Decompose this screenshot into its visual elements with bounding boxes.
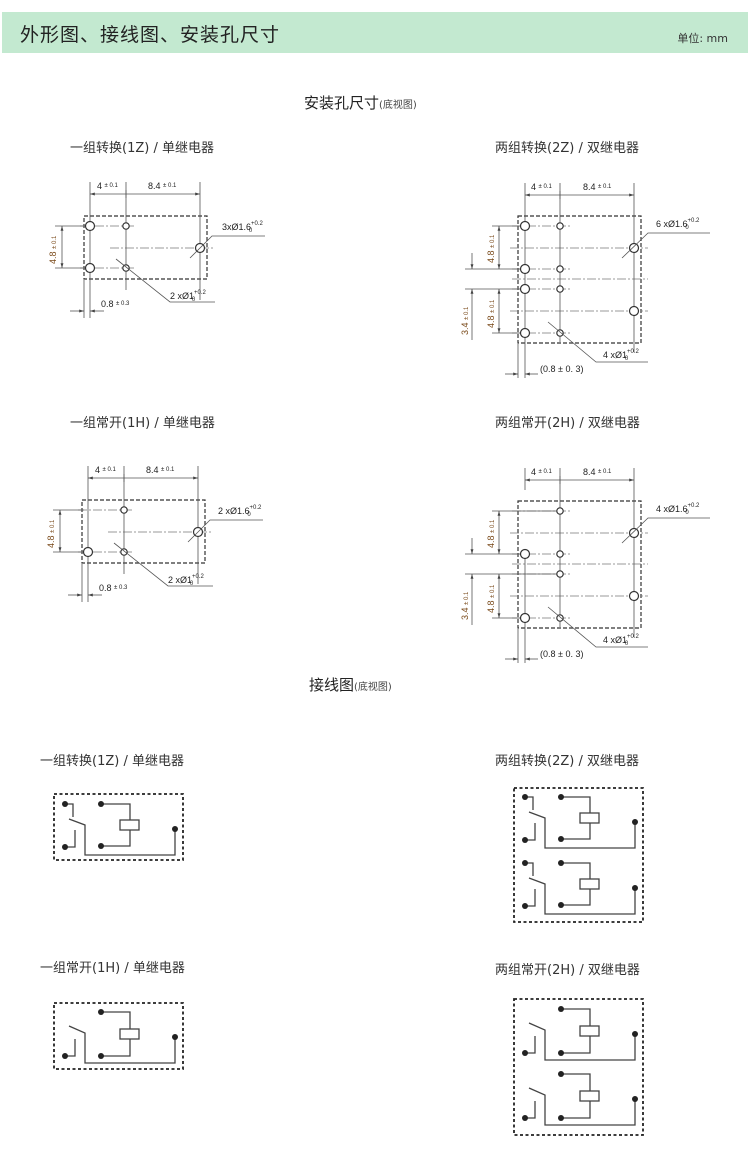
dim-offset: 0.8 ± 0.3 <box>99 583 128 593</box>
small-hole <box>556 222 564 230</box>
mount-1h-title: 一组常开(1H) / 单继电器 <box>70 416 215 431</box>
small-hole <box>120 506 128 514</box>
large-hole <box>519 263 531 275</box>
large-hole <box>84 220 96 232</box>
dim-gap: 3.4 ± 0.1 <box>460 306 470 335</box>
dim-pitch-b: 8.4 ± 0.1 <box>146 465 175 475</box>
changeover-relay-1 <box>522 794 638 849</box>
dim-pitch-b: 8.4 ± 0.1 <box>583 182 612 192</box>
large-hole <box>519 220 531 232</box>
dim-offset: (0.8 ± 0. 3) <box>540 364 583 374</box>
dim-pitch-b: 8.4 ± 0.1 <box>583 467 612 477</box>
large-hole <box>628 305 640 317</box>
mount-2h-title: 两组常开(2H) / 双继电器 <box>495 416 640 431</box>
small-hole <box>556 507 564 515</box>
relay-outline <box>53 793 184 861</box>
relay-outline <box>513 787 644 923</box>
small-hole <box>556 550 564 558</box>
coil-icon <box>119 819 140 831</box>
wiring-1h-title: 一组常开(1H) / 单继电器 <box>40 961 185 976</box>
small-hole <box>556 329 564 337</box>
changeover-relay <box>62 801 178 856</box>
mounting-title: 安装孔尺寸 <box>304 94 380 112</box>
coil-icon <box>579 1025 600 1037</box>
mount-1z-title: 一组转换(1Z) / 单继电器 <box>70 141 214 156</box>
large-hole <box>628 242 640 254</box>
large-hole <box>84 262 96 274</box>
dim-offset: (0.8 ± 0. 3) <box>540 649 583 659</box>
small-hole <box>556 285 564 293</box>
relay-outline <box>517 215 642 344</box>
large-hole <box>519 548 531 560</box>
relay-outline <box>513 998 644 1136</box>
large-hole <box>628 527 640 539</box>
dim-row: 4.8 ± 0.1 <box>48 235 58 264</box>
wiring-subtitle: (底视图) <box>354 682 392 693</box>
large-hole <box>628 590 640 602</box>
wiring-section-title: 接线图(底视图) <box>309 674 392 695</box>
small-hole <box>556 265 564 273</box>
dim-offset: 0.8 ± 0.3 <box>101 299 130 309</box>
small-hole <box>120 548 128 556</box>
coil-icon <box>579 878 600 890</box>
mount-2z-title: 两组转换(2Z) / 双继电器 <box>495 141 639 156</box>
dim-pitch-a: 4 ± 0.1 <box>531 182 552 192</box>
mounting-subtitle: (底视图) <box>379 100 417 111</box>
wiring-diagram-2h <box>513 998 644 1136</box>
page-title: 外形图、接线图、安装孔尺寸 <box>20 24 281 46</box>
dim-row-upper: 4.8 ± 0.1 <box>486 519 496 548</box>
small-hole <box>122 222 130 230</box>
mounting-section-title: 安装孔尺寸(底视图) <box>304 92 417 113</box>
relay-outline <box>517 500 642 629</box>
header-band <box>2 12 748 53</box>
dim-pitch-a: 4 ± 0.1 <box>531 467 552 477</box>
wiring-title: 接线图 <box>309 676 355 694</box>
coil-icon <box>579 1090 600 1102</box>
normally-open-relay <box>62 1009 178 1064</box>
dim-pitch-a: 4 ± 0.1 <box>97 181 118 191</box>
large-hole <box>519 283 531 295</box>
large-hole <box>82 546 94 558</box>
mount-diagram-1z: 4 ± 0.1 8.4 ± 0.1 4.8 ± 0.1 0.8 ± 0.3 3x… <box>48 181 265 318</box>
dim-row-lower: 4.8 ± 0.1 <box>486 584 496 613</box>
relay-outline <box>81 499 206 564</box>
dim-row-upper: 4.8 ± 0.1 <box>486 234 496 263</box>
large-hole <box>519 327 531 339</box>
large-hole <box>519 612 531 624</box>
wiring-2h-title: 两组常开(2H) / 双继电器 <box>495 963 640 978</box>
mount-diagram-2z: 4 ± 0.1 8.4 ± 0.1 4.8 ± 0.1 4.8 ± 0.1 3.… <box>460 182 710 378</box>
wiring-1z-title: 一组转换(1Z) / 单继电器 <box>40 754 184 769</box>
dim-pitch-a: 4 ± 0.1 <box>95 465 116 475</box>
mount-diagram-1h: 4 ± 0.1 8.4 ± 0.1 4.8 ± 0.1 0.8 ± 0.3 2 … <box>46 465 263 602</box>
relay-outline <box>83 215 208 280</box>
coil-icon <box>579 812 600 824</box>
wiring-2z-title: 两组转换(2Z) / 双继电器 <box>495 754 639 769</box>
coil-icon <box>119 1028 140 1040</box>
wiring-diagram-1z <box>53 793 184 861</box>
wiring-diagram-1h <box>53 1002 184 1070</box>
mount-diagram-2h: 4 ± 0.1 8.4 ± 0.1 4.8 ± 0.1 4.8 ± 0.1 3.… <box>460 467 710 663</box>
small-hole <box>122 264 130 272</box>
normally-open-relay-1 <box>522 1006 638 1061</box>
dim-row-lower: 4.8 ± 0.1 <box>486 299 496 328</box>
changeover-relay-2 <box>522 860 638 915</box>
wiring-diagram-2z <box>513 787 644 923</box>
small-hole <box>556 614 564 622</box>
dim-gap: 3.4 ± 0.1 <box>460 591 470 620</box>
relay-outline <box>53 1002 184 1070</box>
normally-open-relay-2 <box>522 1071 638 1126</box>
dim-pitch-b: 8.4 ± 0.1 <box>148 181 177 191</box>
unit-label: 单位: mm <box>677 32 728 45</box>
dim-row: 4.8 ± 0.1 <box>46 519 56 548</box>
small-hole <box>556 570 564 578</box>
